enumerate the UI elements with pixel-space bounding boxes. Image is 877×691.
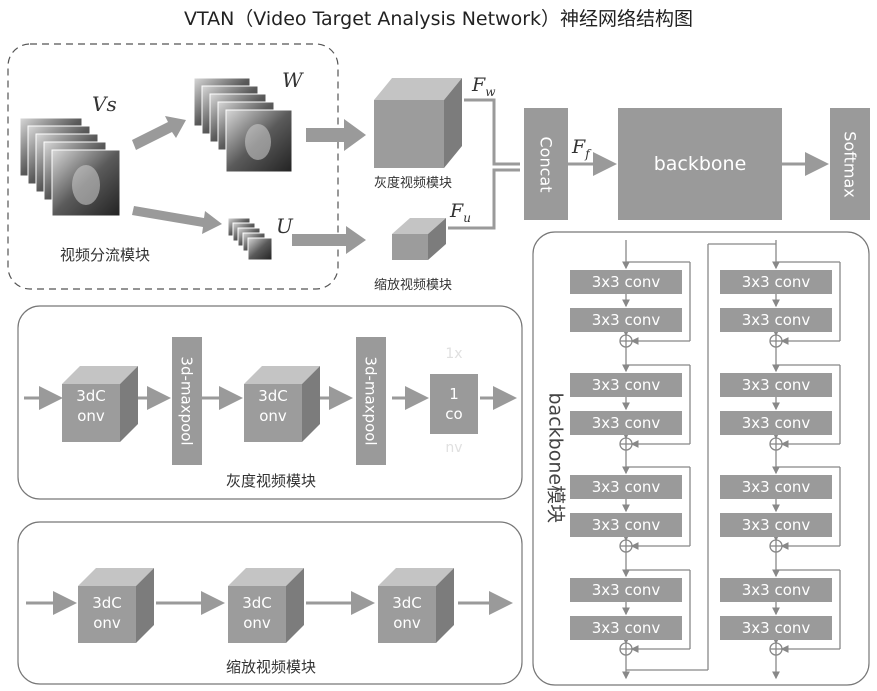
gray-detail-label: 灰度视频模块 <box>226 470 316 491</box>
softmax-box: Softmax <box>830 108 870 220</box>
conv-box-col2-block3-1: 3x3 conv <box>720 475 832 499</box>
vs-label: Vs <box>92 92 117 116</box>
conv-box-col2-block4-1: 3x3 conv <box>720 578 832 602</box>
gray-maxpool-2: 3d-maxpool <box>356 337 386 465</box>
conv-box-col1-block1-2: 3x3 conv <box>570 308 682 332</box>
vs-image-stack <box>20 118 120 216</box>
gray-module-label: 灰度视频模块 <box>374 172 452 191</box>
gray-final-faded-top: 1x <box>430 346 478 362</box>
conv-box-col1-block1-1: 3x3 conv <box>570 270 682 294</box>
scale-conv1-label: 3dConv <box>78 593 136 633</box>
softmax-label: Softmax <box>841 131 860 197</box>
split-module-label: 视频分流模块 <box>60 244 150 265</box>
arrow-to-u <box>132 206 222 234</box>
fw-label: Fw <box>472 74 495 99</box>
conv-box-col2-block3-2: 3x3 conv <box>720 513 832 537</box>
conv-box-col1-block3-1: 3x3 conv <box>570 475 682 499</box>
conv-box-col2-block4-2: 3x3 conv <box>720 616 832 640</box>
w-label: W <box>282 68 303 92</box>
arrow-to-w <box>132 116 186 150</box>
scale-cube <box>392 218 446 260</box>
gray-final-faded-bottom: nv <box>430 440 478 456</box>
conv-box-col2-block1-1: 3x3 conv <box>720 270 832 294</box>
u-label: U <box>276 214 293 238</box>
w-image-stack <box>194 78 292 172</box>
conv-box-col1-block2-2: 3x3 conv <box>570 411 682 435</box>
arrow-to-gray-cube <box>306 119 366 151</box>
scale-module-label: 缩放视频模块 <box>374 274 452 293</box>
concat-box: Concat <box>524 108 568 220</box>
scale-conv2-label: 3dConv <box>228 593 286 633</box>
scale-conv3-label: 3dConv <box>378 593 436 633</box>
conv-box-col1-block4-2: 3x3 conv <box>570 616 682 640</box>
fu-label: Fu <box>450 200 471 225</box>
scale-detail-label: 缩放视频模块 <box>226 656 316 677</box>
backbone-connections <box>620 240 840 678</box>
arrow-to-scale-cube <box>292 226 366 254</box>
conv-box-col1-block2-1: 3x3 conv <box>570 373 682 397</box>
ff-label: Ff <box>572 136 590 161</box>
gray-final-box: 1co <box>430 374 478 434</box>
u-image-stack <box>228 218 272 260</box>
conv-box-col2-block1-2: 3x3 conv <box>720 308 832 332</box>
conv-box-col1-block3-2: 3x3 conv <box>570 513 682 537</box>
conv-box-col2-block2-2: 3x3 conv <box>720 411 832 435</box>
conv-box-col1-block4-1: 3x3 conv <box>570 578 682 602</box>
backbone-box: backbone <box>618 108 782 220</box>
gray-conv2-label: 3dConv <box>244 386 302 426</box>
conv-box-col2-block2-1: 3x3 conv <box>720 373 832 397</box>
backbone-detail-label: backbone模块 <box>544 393 571 523</box>
gray-maxpool-1: 3d-maxpool <box>172 337 202 465</box>
gray-cube <box>374 78 462 168</box>
concat-label: Concat <box>537 136 556 192</box>
gray-conv1-label: 3dConv <box>62 386 120 426</box>
